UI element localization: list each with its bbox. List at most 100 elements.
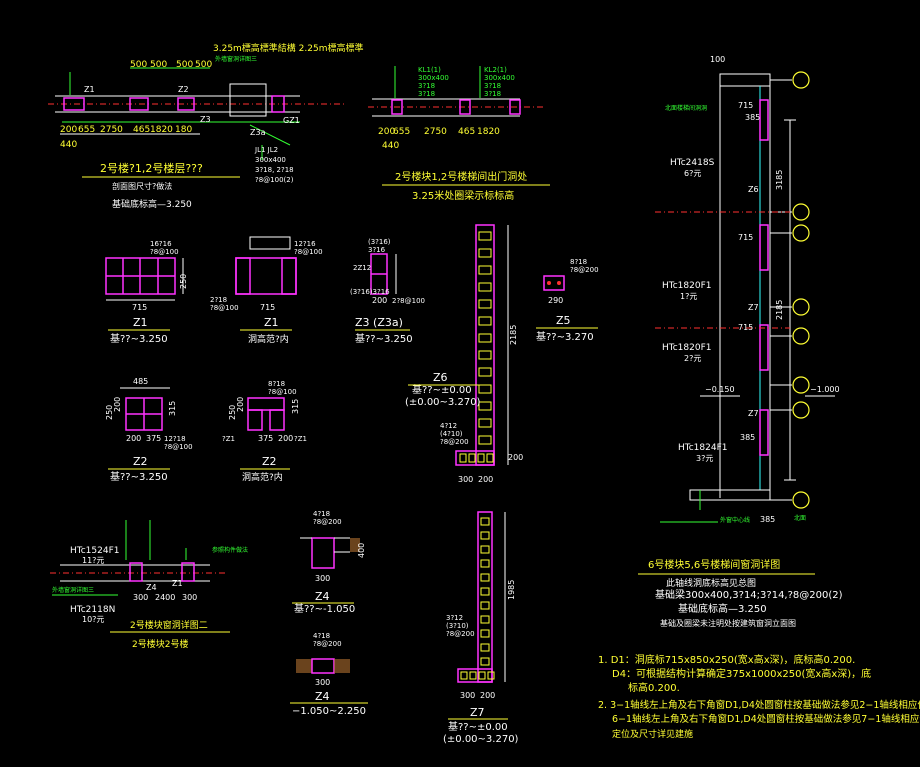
note-2b: 6−1轴线左上角及右下角窗D1,D4处圆窗柱按基础做法参见7−1轴线相应位置做法 — [612, 713, 920, 725]
note-1c: 标高0.200. — [628, 681, 680, 694]
z2b-dim-200b: 200 — [278, 434, 293, 443]
z7-stirrup — [480, 559, 490, 568]
section-z2b: 8?18 ?8@100 250 200 315 375 200 ?Z1 ?Z1 … — [222, 380, 307, 483]
z1b-dim-1: 2?18 — [210, 296, 227, 304]
note-1: 1. D1：洞底标715x850x250(宽x高x深)，底标高0.200. — [598, 653, 855, 666]
z1b-label: Z1 — [264, 316, 279, 329]
kl-right-4: 3?18 — [484, 90, 501, 98]
z3-label: Z3 (Z3a) — [355, 316, 403, 329]
elev-dim-6: 715 — [738, 323, 753, 332]
z6-dim-200: 200 — [508, 453, 523, 462]
z1a-rebar-2: ?8@100 — [150, 248, 179, 256]
axis-bubble — [792, 71, 810, 89]
kl-right-1: KL2(1) — [484, 66, 507, 74]
plan-top-left-title: 2号楼?1,2号楼层??? — [100, 161, 203, 175]
z4a-label: Z4 — [315, 590, 330, 603]
section-z1b: 12?16 ?8@100 2?18 ?8@100 715 Z1 洞高范?内 — [210, 236, 323, 345]
plan-bottom-left-title: 2号楼块窗洞详图二 — [130, 619, 208, 631]
z2a-dim-315: 315 — [168, 401, 177, 416]
z1b-dim-715: 715 — [260, 303, 275, 312]
elev-z7a: Z7 — [748, 303, 759, 312]
z1a-label: Z1 — [133, 316, 148, 329]
z2b-sub: 洞高范?内 — [242, 471, 283, 483]
z1a-dim-250: 250 — [179, 274, 188, 289]
dim-bottom-4: 465 — [133, 125, 150, 135]
z7-stirrup — [469, 671, 477, 680]
z3-dim-stirrup: 2?8@100 — [392, 297, 425, 305]
z1b-sub: 洞高范?内 — [248, 333, 289, 345]
mid-dim-3: 2750 — [424, 127, 447, 137]
z6-rebar-3: ?8@200 — [440, 438, 469, 446]
z2a-dim-375: 375 — [146, 434, 161, 443]
z2b-dim-375: 375 — [258, 434, 273, 443]
z6-label: Z6 — [433, 371, 448, 384]
z2b-rebar-1: 8?18 — [268, 380, 285, 388]
axis-bubble — [792, 401, 810, 419]
z6-stirrup — [478, 265, 492, 275]
bl-dim-3: 300 — [182, 593, 197, 602]
kl-right-3: 3?18 — [484, 82, 501, 90]
z2a-rebar-1: 12?18 — [164, 435, 186, 443]
z4a-rebar-1: 4?18 — [313, 510, 330, 518]
elev-dim-8: 385 — [760, 515, 775, 524]
elev-dim-3: 3185 — [775, 170, 784, 190]
section-z2a: 485 250 200 315 200 375 12?18 ?8@100 Z2 … — [105, 377, 193, 483]
bl-note-2: 外墙窗洞详图三 — [52, 586, 94, 594]
z4b-sub: −1.050~2.250 — [292, 706, 366, 717]
z7-level-1: 基??~±0.00 — [448, 720, 508, 733]
bl-tag-1: HTc1524F1 — [70, 546, 120, 556]
section-z5: 8?18 ?8@200 290 Z5 基??~3.270 — [536, 258, 599, 343]
kl-left-3: 3?18 — [418, 82, 435, 90]
beam-note-4: ?8@100(2) — [255, 176, 294, 184]
plan-top-left-note2: 基础底标高—3.250 — [112, 198, 192, 210]
z4b-label: Z4 — [315, 690, 330, 703]
z1a-dim-715: 715 — [132, 303, 147, 312]
z7-rebar-3: ?8@200 — [446, 630, 475, 638]
axis-bubble — [792, 224, 810, 242]
z6-stirrup — [478, 316, 492, 326]
z7-label: Z7 — [470, 706, 485, 719]
section-z1a: 16?16 ?8@100 715 250 Z1 基??~3.250 — [105, 240, 188, 345]
axis-bubble — [792, 203, 810, 221]
z1a-rebar-1: 16?16 — [150, 240, 172, 248]
label-gz1: GZ1 — [283, 116, 300, 125]
dim-top-4: 500 — [195, 60, 212, 70]
mid-dim-1: 200 — [378, 127, 395, 137]
z2a-dim-250: 250 — [105, 405, 114, 420]
z7-stirrup — [478, 671, 486, 680]
dim-bottom-6: 180 — [175, 125, 192, 135]
section-z3: (3?16) 3?16 2Z12 (3?16)3?16 200 2?8@100 … — [350, 238, 425, 345]
z2a-dim-200: 200 — [113, 397, 122, 412]
z6-stirrup — [486, 453, 494, 463]
elev-dim-7: 385 — [740, 433, 755, 442]
beam-note-3: 3?18, 2?18 — [255, 166, 294, 174]
z4a-sub: 基??~-1.050 — [294, 602, 355, 615]
z7-stirrup — [480, 601, 490, 610]
z6-stirrup — [477, 453, 485, 463]
z7-dim-200: 200 — [480, 691, 495, 700]
z7-stirrup — [480, 573, 490, 582]
z7-stirrup — [480, 643, 490, 652]
z2b-dim-200: 200 — [236, 397, 245, 412]
elev-dim-2: 385 — [745, 113, 760, 122]
note-1b: D4：可根据结构计算确定375x1000x250(宽x高x深)，底 — [612, 667, 871, 680]
z5-rebar-2: ?8@200 — [570, 266, 599, 274]
plan-top-left: 500 500 500 500 200 655 2750 465 1820 18… — [48, 42, 363, 210]
bl-note-1: 参照构件做法 — [212, 546, 248, 554]
dim-top-2: 500 — [150, 60, 167, 70]
label-z1: Z1 — [84, 85, 95, 94]
bl-label-z4: Z4 — [146, 583, 157, 592]
elev-dim-5: 2185 — [775, 300, 784, 320]
z6-stirrup — [478, 282, 492, 292]
section-z6: 2185 200 300 200 基??~±0.00 (±0.00~3.270)… — [405, 224, 523, 484]
dim-bottom-5: 1820 — [150, 125, 173, 135]
z6-level-1: 基??~±0.00 — [412, 383, 472, 396]
level-note: 3.25m標高標準結構 2.25m標高標準 — [213, 42, 363, 54]
z6-stirrup — [478, 333, 492, 343]
kl-left-2: 300x400 — [418, 74, 449, 82]
z6-stirrup — [468, 453, 476, 463]
plan-bottom-left: HTc1524F1 11?元 HTc2118N 10?元 300 2400 30… — [50, 520, 248, 650]
z1b-rebar-2: ?8@100 — [294, 248, 323, 256]
elev-note-under-3: 基础底标高—3.250 — [678, 602, 767, 615]
